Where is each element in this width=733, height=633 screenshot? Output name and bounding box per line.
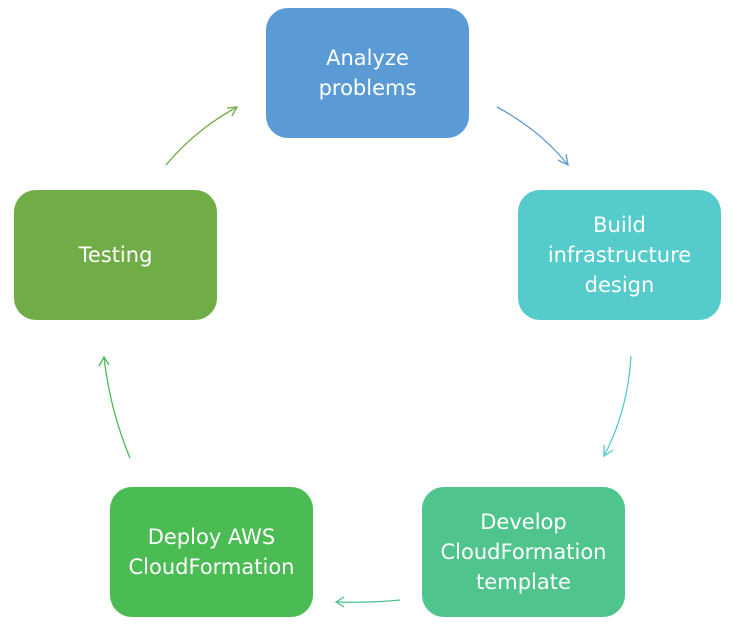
step-analyze-problems: Analyze problems xyxy=(266,8,469,138)
step-testing: Testing xyxy=(14,190,217,320)
arrow-analyze-to-build xyxy=(496,106,569,167)
step-build-infrastructure-design: Build infrastructure design xyxy=(518,190,721,320)
step-label: Deploy AWS CloudFormation xyxy=(128,525,295,579)
arrow-testing-to-analyze xyxy=(165,106,239,166)
arrow-develop-to-deploy xyxy=(334,596,401,608)
step-label: Build infrastructure design xyxy=(547,213,692,297)
arrow-deploy-to-testing xyxy=(98,355,131,459)
arrow-build-to-develop xyxy=(603,355,632,458)
step-label: Analyze problems xyxy=(318,46,417,100)
step-develop-cloudformation-template: Develop CloudFormation template xyxy=(422,487,625,617)
step-label: Testing xyxy=(78,243,153,267)
step-label: Develop CloudFormation template xyxy=(440,510,607,594)
step-deploy-aws-cloudformation: Deploy AWS CloudFormation xyxy=(110,487,313,617)
